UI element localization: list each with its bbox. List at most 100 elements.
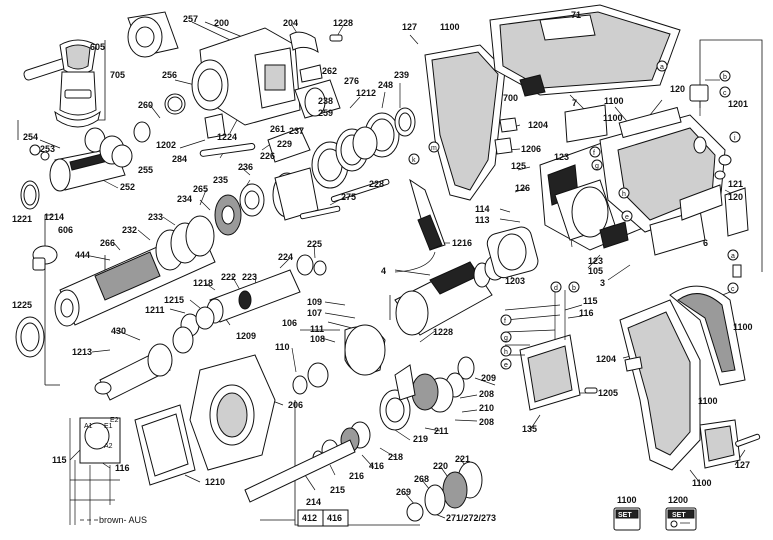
- label-233: 233: [148, 212, 163, 222]
- label-705: 705: [110, 70, 125, 80]
- label-229: 229: [277, 139, 292, 149]
- label-123a: 123: [554, 152, 569, 162]
- label-1100d: 1100: [733, 322, 753, 332]
- bubble-b2: b: [572, 285, 576, 292]
- label-1212: 1212: [356, 88, 376, 98]
- label-1228b: 1228: [433, 327, 453, 337]
- label-106: 106: [282, 318, 297, 328]
- bubble-a: a: [660, 64, 664, 71]
- label-1225: 1225: [12, 300, 32, 310]
- label-256: 256: [162, 70, 177, 80]
- clutch-rings: [214, 107, 416, 236]
- side-handle-assembly: [23, 39, 101, 128]
- label-113: 113: [475, 215, 490, 225]
- label-1204b: 1204: [596, 354, 616, 364]
- label-237: 237: [289, 126, 304, 136]
- label-265: 265: [193, 184, 208, 194]
- bubble-g2: g: [504, 335, 508, 342]
- part-labels: 605 705 257 200 204 1228 127 1100 71 256…: [12, 10, 753, 523]
- label-700: 700: [503, 93, 518, 103]
- label-236: 236: [238, 162, 253, 172]
- label-1201: 1201: [728, 99, 748, 109]
- label-125: 125: [511, 161, 526, 171]
- label-208b: 208: [479, 417, 494, 427]
- label-1100c: 1100: [603, 113, 623, 123]
- label-257: 257: [183, 14, 198, 24]
- bubble-k: k: [412, 157, 416, 164]
- label-211: 211: [434, 426, 449, 436]
- bubble-e2: e: [504, 362, 508, 369]
- label-120b: 120: [728, 192, 743, 202]
- label-234: 234: [177, 194, 192, 204]
- piston-assembly: [94, 254, 327, 401]
- label-1214: 1214: [44, 212, 64, 222]
- label-3: 3: [600, 278, 605, 288]
- set-badge-1: SET: [618, 512, 632, 519]
- bubble-h2: h: [504, 349, 508, 356]
- label-261: 261: [270, 124, 285, 134]
- set-badge-2: SET: [672, 512, 686, 519]
- label-416b: 416: [327, 513, 342, 523]
- switch-assembly: [504, 290, 598, 411]
- label-214: 214: [306, 497, 321, 507]
- label-226: 226: [260, 151, 275, 161]
- label-444: 444: [75, 250, 90, 260]
- bubble-c: c: [723, 90, 727, 97]
- label-284: 284: [172, 154, 187, 164]
- label-218: 218: [388, 452, 403, 462]
- motor-housing-shell: [424, 44, 518, 201]
- bubble-e: e: [625, 214, 629, 221]
- svg-text:A2: A2: [104, 443, 113, 450]
- label-248: 248: [378, 80, 393, 90]
- label-209: 209: [481, 373, 496, 383]
- label-232: 232: [122, 225, 137, 235]
- label-123b: 123: [588, 256, 603, 266]
- bubble-a2: a: [731, 253, 735, 260]
- bubble-b: b: [723, 74, 727, 81]
- label-1213: 1213: [72, 347, 92, 357]
- label-269: 269: [396, 487, 411, 497]
- label-116b: 116: [115, 463, 130, 473]
- label-271-272-273: 271/272/273: [446, 513, 496, 523]
- label-222: 222: [221, 272, 236, 282]
- label-253: 253: [40, 144, 55, 154]
- label-109: 109: [307, 297, 322, 307]
- label-110: 110: [275, 342, 290, 352]
- label-224: 224: [278, 252, 293, 262]
- label-275: 275: [341, 192, 356, 202]
- rear-handle-shells: [619, 285, 761, 471]
- bubble-f2: f: [504, 318, 506, 325]
- label-1224: 1224: [217, 132, 237, 142]
- set-badges: SET SET: [613, 507, 697, 531]
- label-208a: 208: [479, 389, 494, 399]
- output-gear-train: [244, 356, 483, 522]
- label-255: 255: [138, 165, 153, 175]
- label-219: 219: [413, 434, 428, 444]
- boxed-part-numbers: 412 416: [297, 509, 349, 527]
- label-204: 204: [283, 18, 298, 28]
- label-1204a: 1204: [528, 120, 548, 130]
- label-120a: 120: [670, 84, 685, 94]
- label-1211: 1211: [145, 305, 165, 315]
- label-200: 200: [214, 18, 229, 28]
- wiring-note: brown- AUS: [99, 515, 147, 525]
- label-216: 216: [349, 471, 364, 481]
- connector-bubbles: a b c i f g h e k m d b f g h e a c: [408, 60, 741, 370]
- label-1218: 1218: [193, 278, 213, 288]
- wiring-schematic: A1 E1 A2 E2: [69, 417, 121, 525]
- bubble-i: i: [734, 135, 736, 142]
- chuck-and-gear-housing: [127, 11, 343, 157]
- label-259: 259: [318, 108, 333, 118]
- label-1202: 1202: [156, 140, 176, 150]
- label-1205: 1205: [598, 388, 618, 398]
- label-215: 215: [330, 485, 345, 495]
- label-116a: 116: [579, 308, 594, 318]
- label-225: 225: [307, 239, 322, 249]
- label-1228a: 1228: [333, 18, 353, 28]
- label-121: 121: [728, 179, 743, 189]
- label-605: 605: [90, 42, 105, 52]
- svg-text:E2: E2: [110, 417, 119, 424]
- label-105: 105: [588, 266, 603, 276]
- label-1210: 1210: [205, 477, 225, 487]
- bubble-h: h: [622, 191, 626, 198]
